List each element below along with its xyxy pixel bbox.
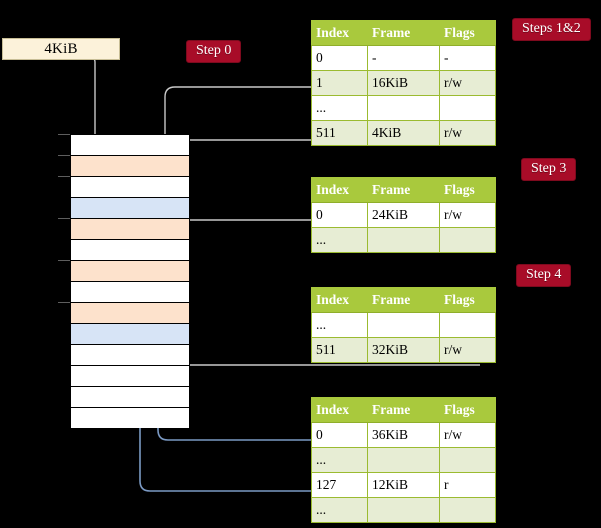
cell-index: 0 xyxy=(311,422,368,448)
cell-index: ... xyxy=(311,447,368,473)
cell-frame: 16KiB xyxy=(367,70,440,96)
cell-index: ... xyxy=(311,497,368,523)
column-header-index: Index xyxy=(311,287,368,313)
cell-index: 0 xyxy=(311,202,368,228)
column-header-flags: Flags xyxy=(439,287,496,313)
table-row[interactable]: ... xyxy=(311,95,496,121)
cell-flags: r/w xyxy=(439,120,496,146)
table-row[interactable]: 127 12KiB r xyxy=(311,472,496,498)
table-row[interactable]: ... xyxy=(311,497,496,523)
memory-tick xyxy=(58,176,72,177)
memory-row[interactable] xyxy=(71,198,189,219)
cell-flags xyxy=(439,312,496,338)
memory-row[interactable] xyxy=(71,177,189,198)
memory-row[interactable] xyxy=(71,366,189,387)
cell-frame: 24KiB xyxy=(367,202,440,228)
step-tag-0[interactable]: Step 0 xyxy=(186,40,242,63)
step-tag-4[interactable]: Step 4 xyxy=(516,264,572,287)
table-row[interactable]: ... xyxy=(311,312,496,338)
step-tag-3[interactable]: Step 3 xyxy=(521,158,577,181)
table-header-row: Index Frame Flags xyxy=(311,287,496,313)
column-header-frame: Frame xyxy=(367,397,440,423)
memory-tick xyxy=(58,155,72,156)
cell-index: 511 xyxy=(311,120,368,146)
cell-flags xyxy=(439,447,496,473)
cell-frame: 32KiB xyxy=(367,337,440,363)
table-row[interactable]: 0 24KiB r/w xyxy=(311,202,496,228)
page-table-level-3[interactable]: Index Frame Flags 0 36KiB r/w ... 127 12… xyxy=(311,397,496,523)
step-tag-0-label: Step 0 xyxy=(196,43,232,58)
table-row[interactable]: 0 36KiB r/w xyxy=(311,422,496,448)
column-header-frame: Frame xyxy=(367,20,440,46)
memory-row[interactable] xyxy=(71,303,189,324)
memory-row[interactable] xyxy=(71,135,189,156)
page-table-level-2[interactable]: Index Frame Flags ... 511 32KiB r/w xyxy=(311,287,496,363)
table-header-row: Index Frame Flags xyxy=(311,397,496,423)
source-size-box: 4KiB xyxy=(2,38,120,60)
memory-row[interactable] xyxy=(71,156,189,177)
cell-frame xyxy=(367,312,440,338)
cell-flags: r/w xyxy=(439,337,496,363)
table-header-row: Index Frame Flags xyxy=(311,177,496,203)
memory-row[interactable] xyxy=(71,387,189,408)
table-row[interactable]: ... xyxy=(311,447,496,473)
page-table-level-1[interactable]: Index Frame Flags 0 24KiB r/w ... xyxy=(311,177,496,253)
column-header-index: Index xyxy=(311,397,368,423)
cell-index: ... xyxy=(311,95,368,121)
physical-memory-column[interactable] xyxy=(70,134,190,428)
cell-frame: 12KiB xyxy=(367,472,440,498)
column-header-index: Index xyxy=(311,177,368,203)
cell-index: 127 xyxy=(311,472,368,498)
table-row[interactable]: ... xyxy=(311,227,496,253)
cell-frame xyxy=(367,95,440,121)
table-header-row: Index Frame Flags xyxy=(311,20,496,46)
cell-frame: 4KiB xyxy=(367,120,440,146)
column-header-flags: Flags xyxy=(439,397,496,423)
table-row[interactable]: 0 - - xyxy=(311,45,496,71)
cell-index: ... xyxy=(311,227,368,253)
table-row[interactable]: 1 16KiB r/w xyxy=(311,70,496,96)
cell-flags: r/w xyxy=(439,202,496,228)
memory-row[interactable] xyxy=(71,408,189,428)
cell-flags: r xyxy=(439,472,496,498)
cell-index: ... xyxy=(311,312,368,338)
cell-frame xyxy=(367,447,440,473)
table-row[interactable]: 511 32KiB r/w xyxy=(311,337,496,363)
memory-row[interactable] xyxy=(71,324,189,345)
cell-frame: - xyxy=(367,45,440,71)
step-tag-1-2[interactable]: Steps 1&2 xyxy=(512,18,591,41)
source-size-label: 4KiB xyxy=(44,40,78,57)
cell-frame xyxy=(367,227,440,253)
column-header-frame: Frame xyxy=(367,287,440,313)
cell-index: 1 xyxy=(311,70,368,96)
column-header-flags: Flags xyxy=(439,177,496,203)
step-tag-1-2-label: Steps 1&2 xyxy=(522,21,581,36)
memory-tick xyxy=(58,302,72,303)
column-header-flags: Flags xyxy=(439,20,496,46)
memory-tick xyxy=(58,134,72,135)
memory-row[interactable] xyxy=(71,219,189,240)
memory-tick xyxy=(58,218,72,219)
cell-frame: 36KiB xyxy=(367,422,440,448)
cell-flags xyxy=(439,497,496,523)
memory-row[interactable] xyxy=(71,261,189,282)
cell-flags xyxy=(439,227,496,253)
memory-row[interactable] xyxy=(71,282,189,303)
cell-flags xyxy=(439,95,496,121)
page-table-level-0[interactable]: Index Frame Flags 0 - - 1 16KiB r/w ... … xyxy=(311,20,496,146)
memory-row[interactable] xyxy=(71,345,189,366)
memory-row[interactable] xyxy=(71,240,189,261)
column-header-index: Index xyxy=(311,20,368,46)
cell-index: 0 xyxy=(311,45,368,71)
step-tag-4-label: Step 4 xyxy=(526,267,562,282)
cell-flags: - xyxy=(439,45,496,71)
cell-flags: r/w xyxy=(439,70,496,96)
step-tag-3-label: Step 3 xyxy=(531,161,567,176)
cell-frame xyxy=(367,497,440,523)
memory-tick xyxy=(58,260,72,261)
cell-index: 511 xyxy=(311,337,368,363)
column-header-frame: Frame xyxy=(367,177,440,203)
cell-flags: r/w xyxy=(439,422,496,448)
table-row[interactable]: 511 4KiB r/w xyxy=(311,120,496,146)
